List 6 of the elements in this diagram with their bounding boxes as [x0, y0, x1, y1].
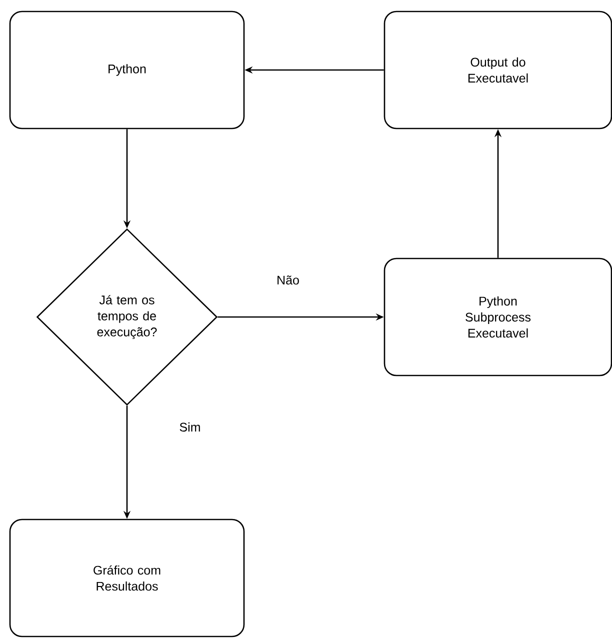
edge-label: Sim	[177, 420, 203, 434]
process-box: Python	[9, 10, 245, 130]
process-box: Python Subprocess Executavel	[384, 258, 612, 376]
process-box: Gráfico com Resultados	[9, 518, 245, 638]
process-box: Output do Executavel	[384, 10, 612, 130]
edge-label: Não	[274, 273, 302, 287]
